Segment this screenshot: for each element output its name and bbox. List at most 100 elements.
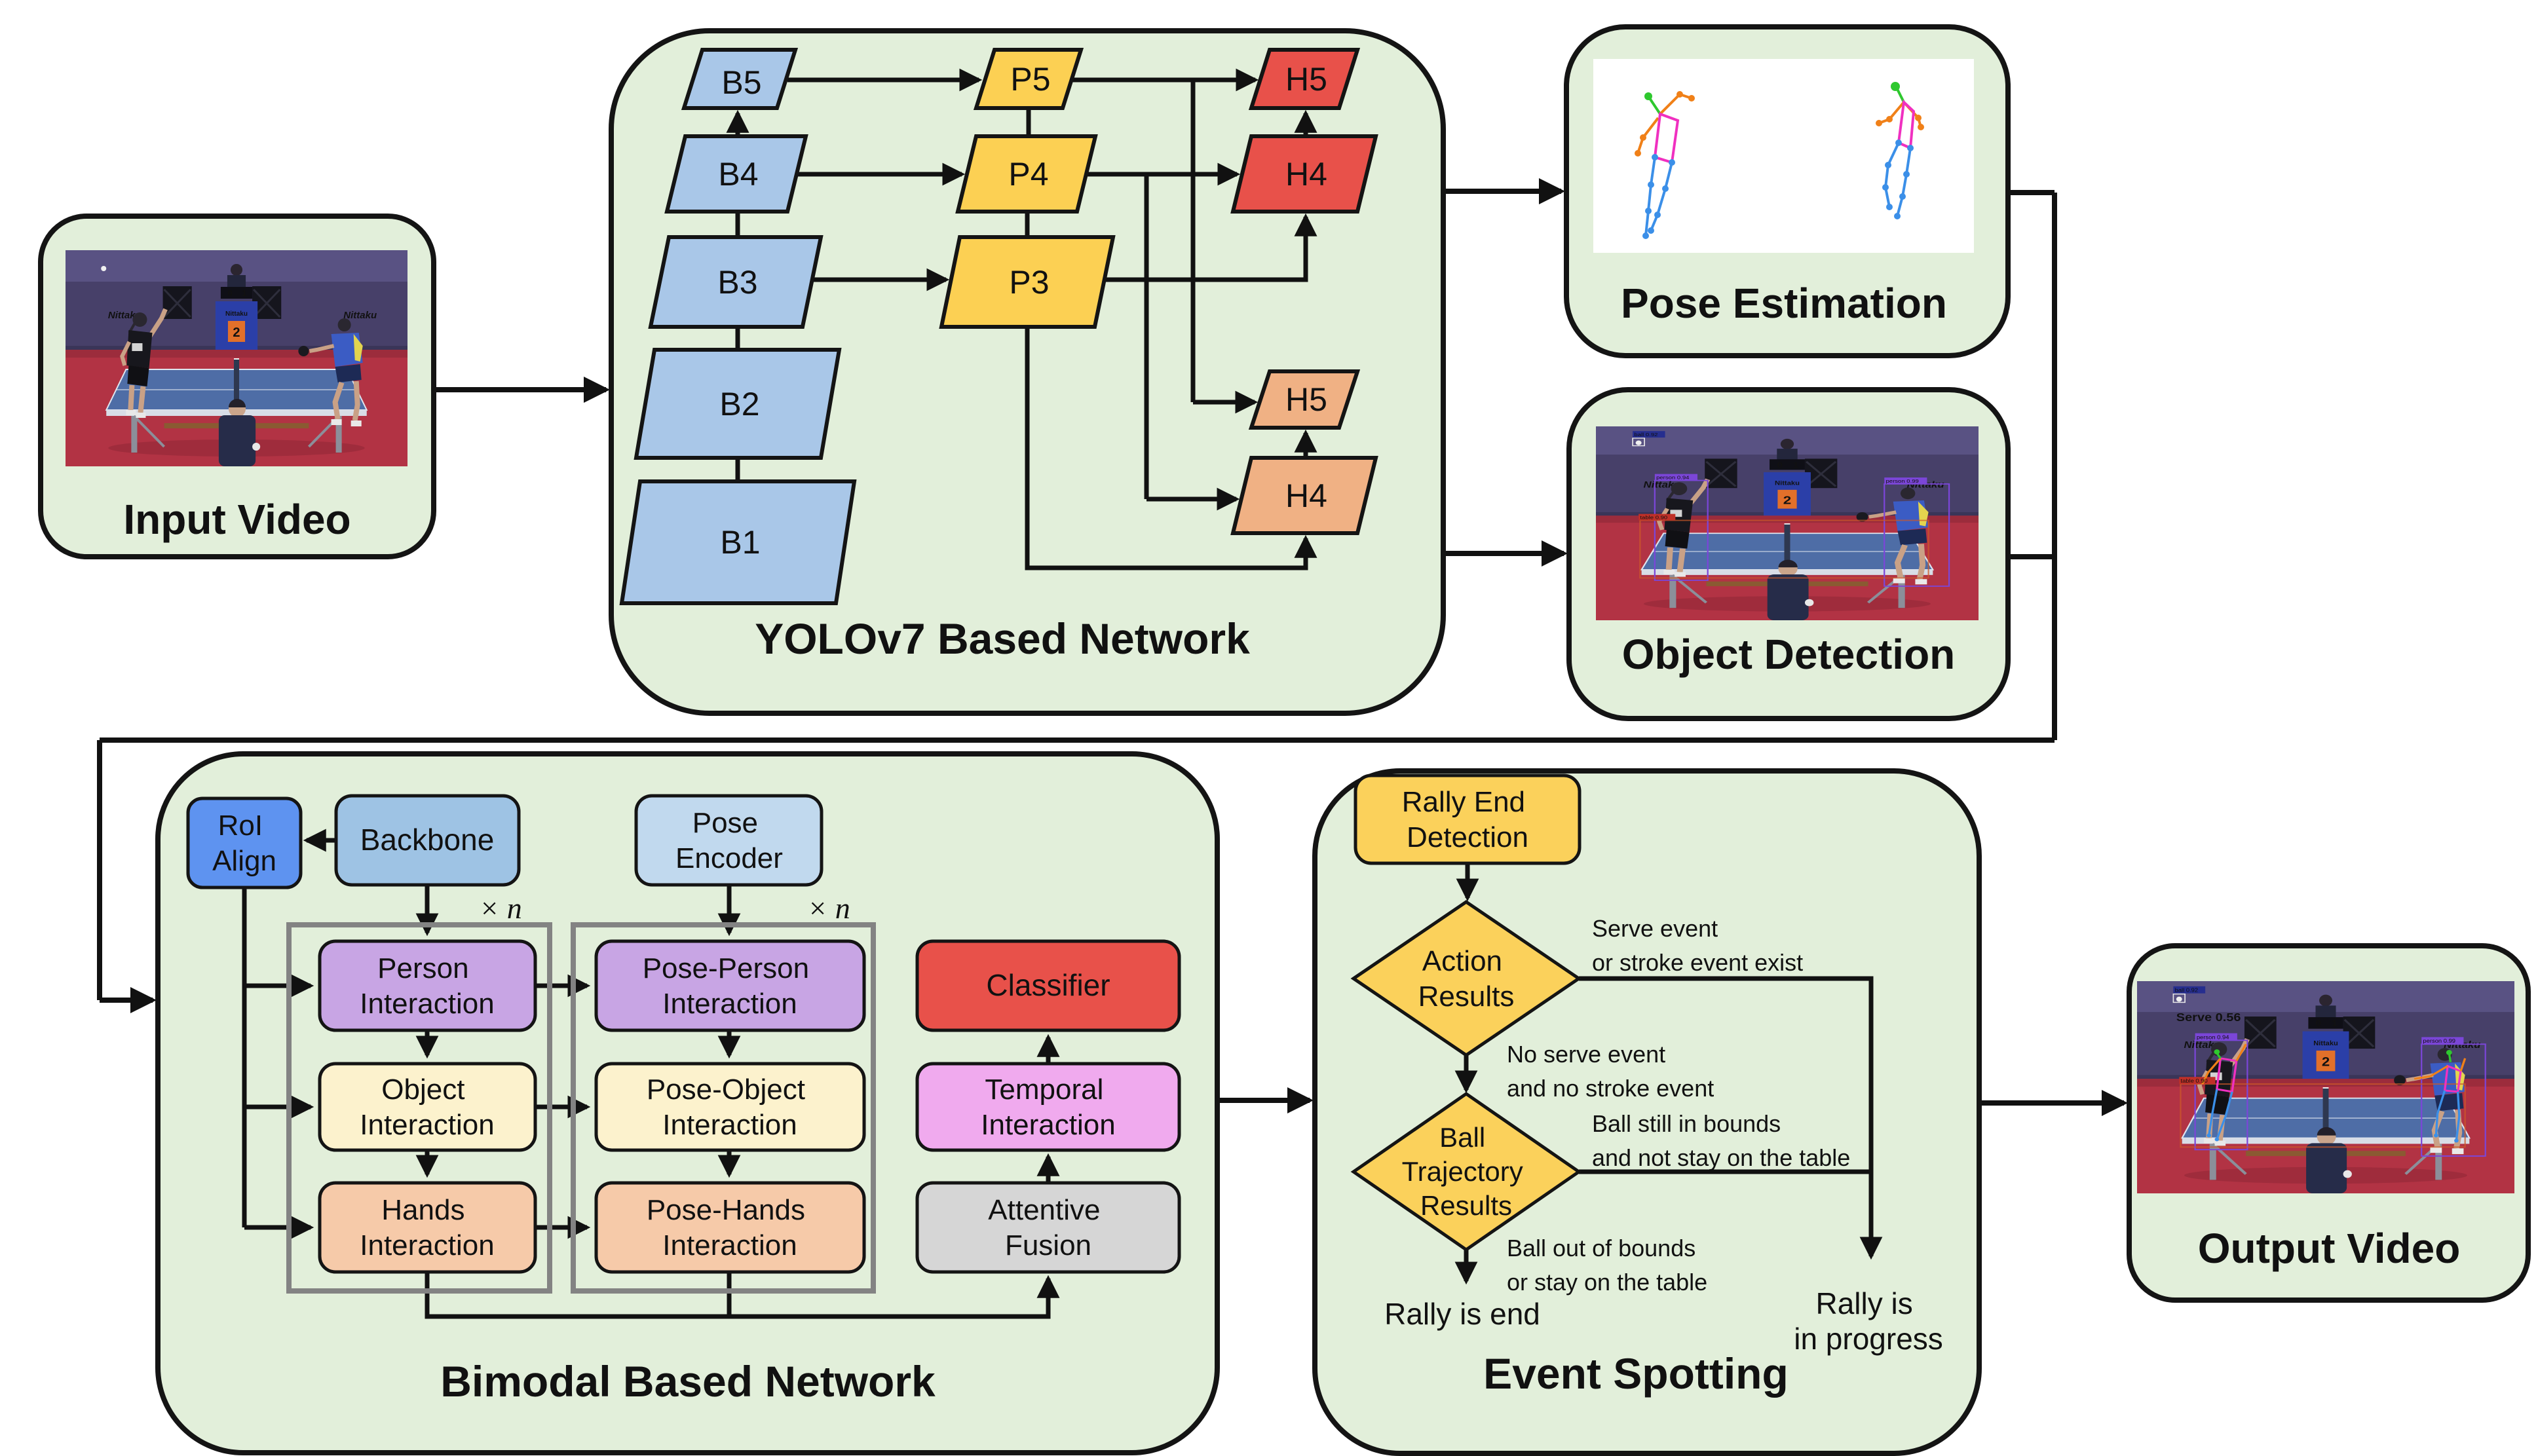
bimodal-panel: × n × n RoI Align Backbone Pose Encoder … bbox=[155, 751, 1220, 1455]
decision-ball-trajectory-results-label: Ball Trajectory Results bbox=[1402, 1122, 1531, 1221]
interaction-group-pose bbox=[571, 922, 876, 1294]
node-b1 bbox=[619, 479, 857, 605]
node-hands-interaction bbox=[318, 1181, 537, 1274]
yolov7-backbone-nodes: B5 B4 B3 B2 B1 bbox=[619, 48, 857, 605]
node-b4-label: B4 bbox=[718, 156, 758, 193]
node-object-interaction-label: Object Interaction bbox=[360, 1073, 494, 1141]
node-b1-label: B1 bbox=[720, 524, 760, 561]
arrow-p3-rail-to-h4orange bbox=[1025, 327, 1317, 570]
node-object-interaction bbox=[318, 1062, 537, 1152]
serve-confidence-label: Serve 0.56 bbox=[2176, 1011, 2241, 1024]
event-connectors bbox=[1454, 863, 1883, 1285]
arrow-p3-to-h4red bbox=[1105, 213, 1317, 282]
object-detection-thumbnail: ball 0.92 person 0.94 person 0.99 table … bbox=[1596, 426, 1979, 620]
node-roi-align bbox=[186, 796, 303, 889]
det-ball-label: ball 0.92 bbox=[1634, 432, 1657, 438]
node-pose-object-interaction bbox=[594, 1062, 866, 1152]
node-pose-person-interaction-label: Pose-Person Interaction bbox=[643, 952, 818, 1020]
det-table-label: table 0.90 bbox=[1640, 515, 1667, 521]
pose-skeleton-left-joints bbox=[1635, 91, 1695, 239]
input-video-panel: Input Video bbox=[38, 214, 436, 559]
branch-serve-exists bbox=[1579, 976, 1883, 1260]
node-classifier bbox=[915, 939, 1181, 1032]
node-temporal-interaction bbox=[915, 1062, 1181, 1152]
annotation-ball-out-of-bounds: Ball out of bounds or stay on the table bbox=[1507, 1235, 1707, 1296]
node-b2 bbox=[634, 348, 842, 460]
node-hands-interaction-label: Hands Interaction bbox=[360, 1194, 494, 1261]
node-person-interaction bbox=[318, 939, 537, 1032]
output-video-label: Output Video bbox=[2198, 1225, 2461, 1272]
node-pose-object-interaction-label: Pose-Object Interaction bbox=[647, 1073, 813, 1141]
node-rally-end-detection-label: Rally End Detection bbox=[1402, 786, 1534, 853]
yolov7-connectors bbox=[726, 68, 1317, 570]
det-person-right-label: person 0.99 bbox=[1885, 478, 1919, 484]
node-b4 bbox=[664, 134, 808, 214]
annotation-no-serve: No serve event and no stroke event bbox=[1507, 1041, 1714, 1102]
decision-action-results-label: Action Results bbox=[1418, 945, 1515, 1013]
pose-estimation-label: Pose Estimation bbox=[1621, 280, 1947, 327]
node-h5-red-label: H5 bbox=[1285, 61, 1327, 98]
node-pose-hands-interaction bbox=[594, 1181, 866, 1274]
outcome-rally-is-end: Rally is end bbox=[1384, 1297, 1540, 1331]
bimodal-label: Bimodal Based Network bbox=[440, 1357, 936, 1406]
input-video-label: Input Video bbox=[123, 496, 350, 543]
node-attentive-fusion-label: Attentive Fusion bbox=[988, 1194, 1108, 1261]
node-b3 bbox=[648, 235, 824, 329]
yolov7-head-nodes: H5 H4 H5 H4 bbox=[1230, 48, 1378, 535]
bimodal-head-nodes: Classifier Temporal Interaction Attentiv… bbox=[915, 939, 1181, 1274]
pose-estimation-image bbox=[1593, 59, 1974, 253]
event-spotting-label: Event Spotting bbox=[1483, 1349, 1789, 1398]
decision-ball-trajectory-results bbox=[1350, 1091, 1582, 1252]
yolov7-panel: B5 B4 B3 B2 B1 P5 P4 P3 H5 H4 H5 H4 bbox=[609, 28, 1446, 716]
annotation-serve-exists: Serve event or stroke event exist bbox=[1592, 915, 1803, 976]
out-det-ball-label: ball 0.92 bbox=[2175, 987, 2199, 993]
pose-skeleton-right-joints bbox=[1876, 82, 1924, 219]
node-h4-orange-label: H4 bbox=[1285, 477, 1327, 514]
bimodal-input-nodes: RoI Align Backbone Pose Encoder bbox=[186, 794, 824, 889]
input-video-thumbnail bbox=[66, 250, 407, 466]
node-h4-red-label: H4 bbox=[1285, 156, 1327, 193]
annotation-ball-in-bounds: Ball still in bounds and not stay on the… bbox=[1592, 1110, 1850, 1171]
outcome-rally-in-progress: Rally is in progress bbox=[1794, 1286, 1943, 1356]
event-spotting-panel: Rally End Detection Action Results Ball … bbox=[1312, 768, 1982, 1456]
node-b3-label: B3 bbox=[717, 264, 757, 301]
decision-action-results bbox=[1350, 899, 1582, 1058]
yolov7-label: YOLOv7 Based Network bbox=[755, 614, 1250, 663]
object-detection-label: Object Detection bbox=[1622, 631, 1956, 678]
node-pose-encoder bbox=[634, 794, 824, 887]
node-pose-person-interaction bbox=[594, 939, 866, 1032]
node-backbone bbox=[334, 794, 521, 887]
node-temporal-interaction-label: Temporal Interaction bbox=[981, 1073, 1115, 1141]
node-person-interaction-label: Person Interaction bbox=[360, 952, 494, 1020]
yolov7-pyramid-nodes: P5 P4 P3 bbox=[939, 48, 1116, 329]
node-h5-orange bbox=[1248, 369, 1361, 430]
node-h5-red bbox=[1248, 48, 1361, 110]
out-det-table-label: table 0.90 bbox=[2180, 1078, 2207, 1084]
interaction-group-visual bbox=[286, 922, 552, 1294]
bimodal-interaction-nodes: Person Interaction Object Interaction Ha… bbox=[318, 939, 866, 1274]
node-attentive-fusion bbox=[915, 1181, 1181, 1274]
node-classifier-label: Classifier bbox=[986, 968, 1110, 1002]
pose-skeletons bbox=[1635, 82, 1924, 239]
bimodal-connectors bbox=[242, 829, 1060, 1319]
node-b5-label: B5 bbox=[721, 64, 761, 101]
repeat-n-left: × n bbox=[479, 891, 522, 925]
node-h4-orange bbox=[1230, 456, 1378, 535]
output-video-panel: ball 0.92 person 0.94 person 0.99 table … bbox=[2127, 943, 2531, 1303]
feedback-route bbox=[97, 190, 2057, 1000]
node-p4-label: P4 bbox=[1008, 156, 1048, 193]
node-rally-end-detection bbox=[1354, 774, 1582, 865]
node-pose-hands-interaction-label: Pose-Hands Interaction bbox=[647, 1194, 813, 1261]
node-pose-encoder-label: Pose Encoder bbox=[675, 807, 783, 874]
node-b2-label: B2 bbox=[719, 386, 759, 422]
node-p5-label: P5 bbox=[1010, 61, 1050, 98]
node-b5 bbox=[681, 48, 799, 110]
pyramid-stack-links bbox=[1025, 108, 1031, 237]
node-h4-red bbox=[1230, 134, 1378, 214]
out-det-person-left-label: person 0.94 bbox=[2197, 1034, 2229, 1040]
out-det-person-right-label: person 0.99 bbox=[2423, 1038, 2455, 1044]
object-detection-panel: ball 0.92 person 0.94 person 0.99 table … bbox=[1566, 387, 2011, 721]
node-p3-label: P3 bbox=[1009, 264, 1049, 301]
node-p4 bbox=[955, 134, 1098, 214]
